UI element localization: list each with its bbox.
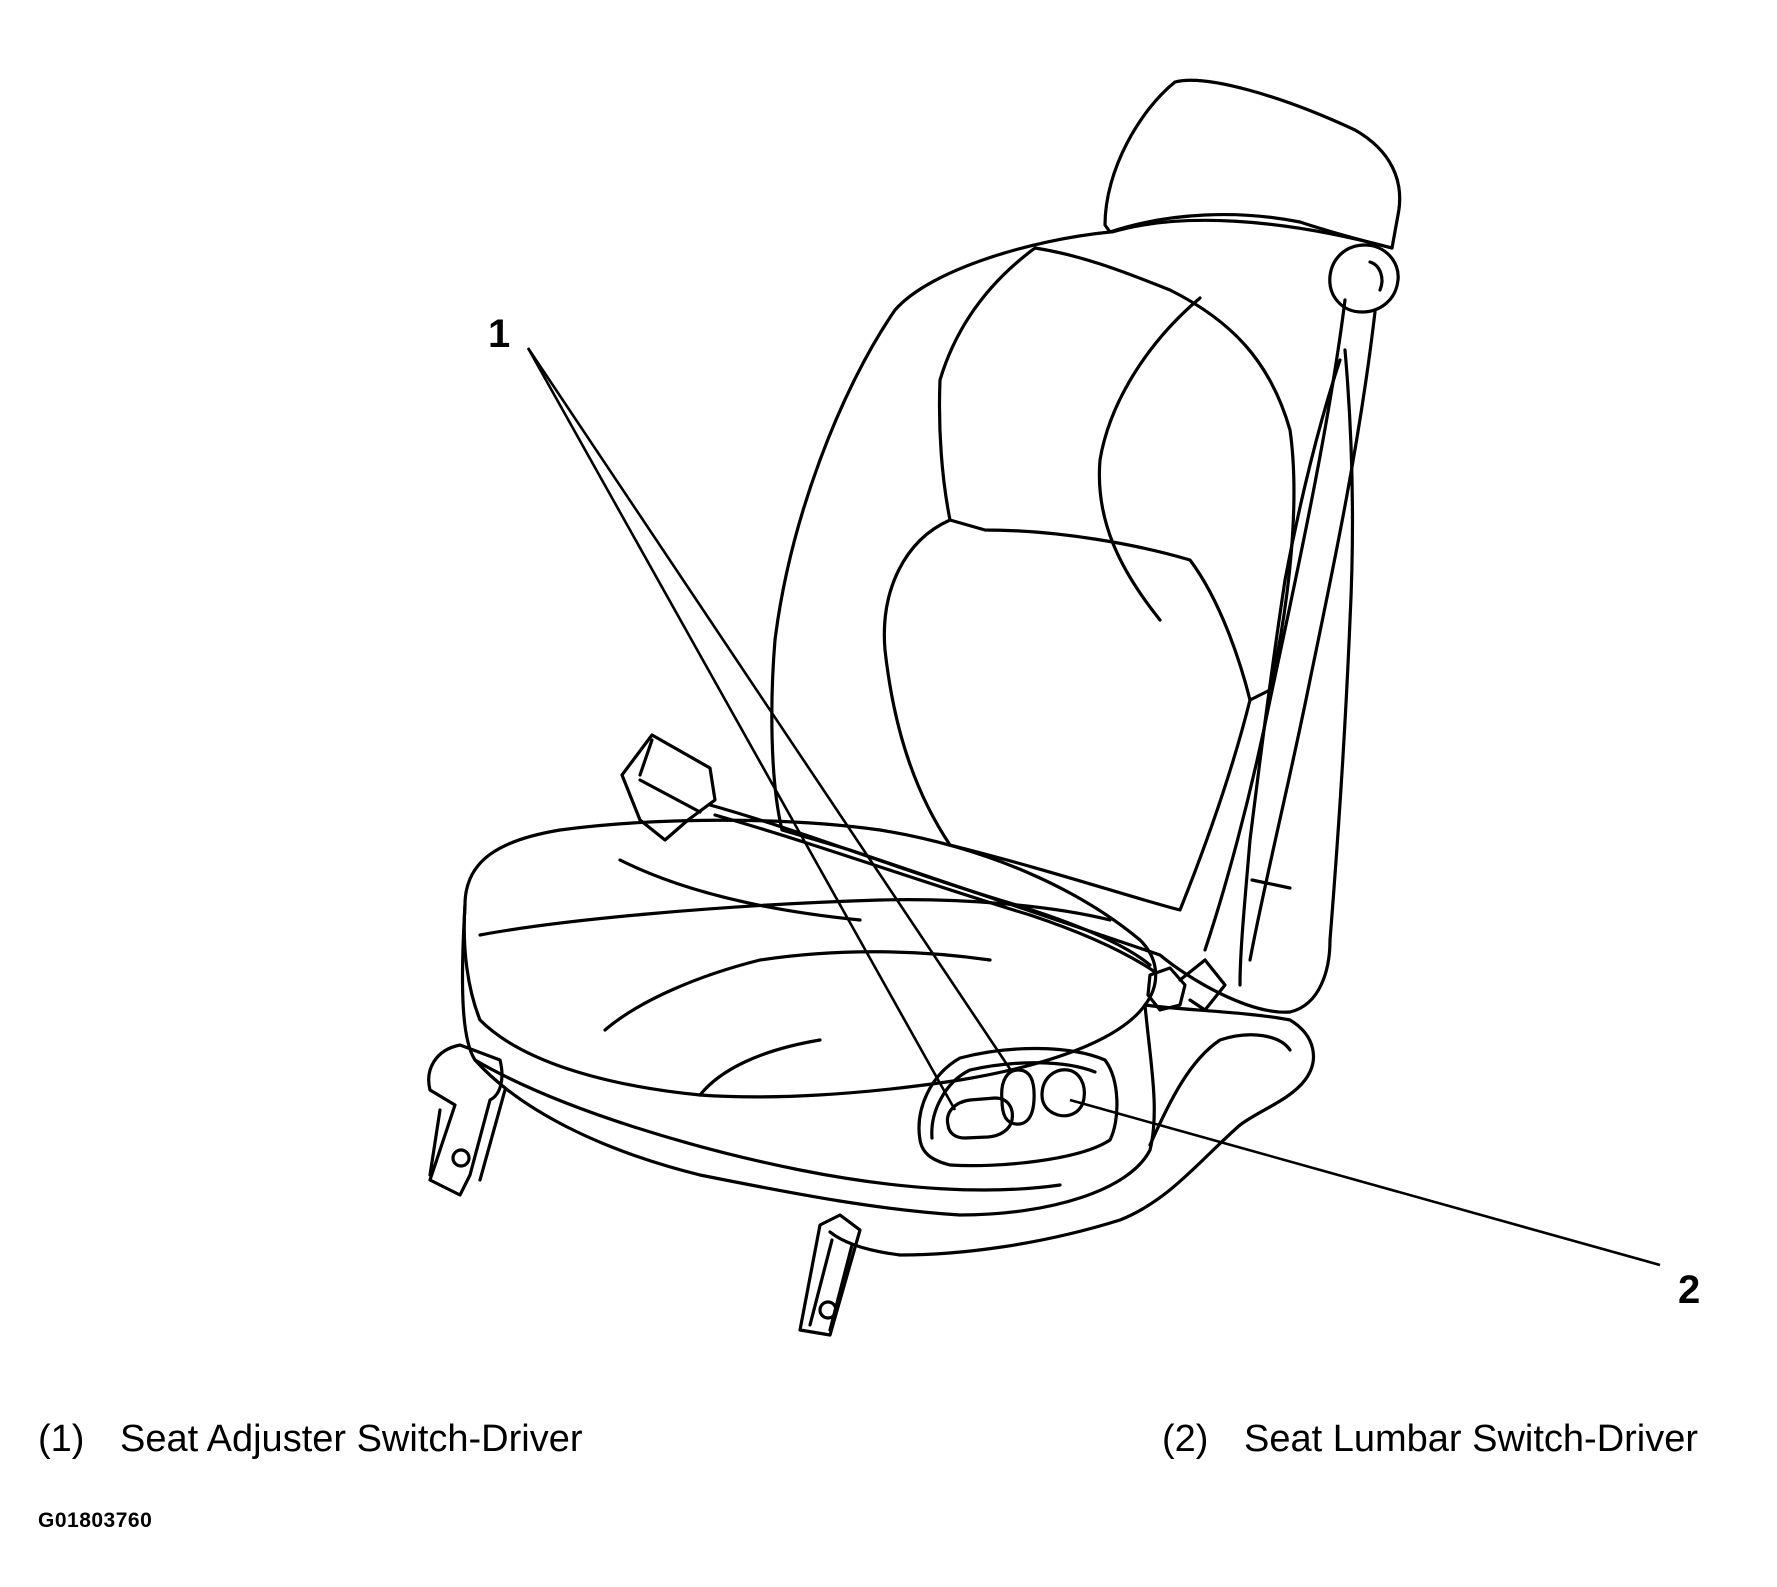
belt-guide-inner: [1368, 260, 1384, 292]
seat-back-side: [1238, 358, 1342, 987]
legend-item-1-number: (1): [38, 1418, 85, 1460]
seat-track-inner: [1148, 1033, 1292, 1147]
belt-webbing-left: [1203, 298, 1347, 952]
callout-2-leader: [1069, 1098, 1661, 1267]
front-leg-bolt: [818, 1300, 838, 1320]
side-buckle: [1146, 966, 1187, 1012]
legend-item-2-text: Seat Lumbar Switch-Driver: [1244, 1418, 1699, 1460]
seat-track-side: [828, 1003, 1315, 1257]
seat-back-seam-1: [1097, 296, 1202, 622]
callout-1-leader-a: [526, 347, 957, 1111]
switch-panel-inner: [930, 1061, 1097, 1140]
side-buckle-latch: [1178, 958, 1227, 1012]
figure-id: G01803760: [38, 1509, 153, 1532]
switch-panel: [917, 1046, 1119, 1168]
lumbar-switch: [1040, 1068, 1086, 1118]
seat-back-lower-panel: [882, 518, 1252, 912]
callout-1-leader-b: [526, 347, 1014, 1073]
rear-leg: [427, 1043, 504, 1197]
seat-cushion-top: [462, 818, 1158, 1099]
belt-webbing-right: [1248, 310, 1377, 962]
seat-cushion-seam-front: [478, 898, 1112, 937]
seat-side-skirt-lower: [473, 1058, 1062, 1192]
legend-item-2-number: (2): [1162, 1418, 1209, 1460]
legend-item-2: (2) Seat Lumbar Switch-Driver: [1162, 1418, 1698, 1461]
seat-cushion-seam-curve: [618, 858, 862, 922]
adjuster-switch-vertical: [1000, 1068, 1036, 1126]
lap-belt-edge: [713, 813, 1157, 974]
front-leg: [798, 1213, 862, 1337]
callout-1-label: 1: [488, 312, 511, 356]
lap-belt: [708, 803, 1152, 967]
headrest: [1103, 78, 1402, 250]
legend-item-1-text: Seat Adjuster Switch-Driver: [120, 1418, 583, 1460]
legend-item-1: (1) Seat Adjuster Switch-Driver: [38, 1418, 583, 1461]
seat-cushion-seam-side: [698, 1038, 822, 1097]
rear-leg-bolt: [451, 1148, 471, 1168]
belt-guide: [1328, 243, 1400, 314]
headrest-seam: [1110, 218, 1394, 250]
adjuster-switch-horizontal: [945, 1096, 1014, 1140]
buckle-stalk-detail: [638, 738, 702, 814]
seat-back-inner: [937, 246, 1296, 702]
rear-leg-foot: [428, 1088, 507, 1182]
seat-cushion-seam-lower: [603, 950, 992, 1032]
belt-webbing-stitch: [1250, 878, 1292, 890]
callout-2-label: 2: [1678, 1268, 1701, 1312]
seat-back-outer: [770, 230, 1355, 1014]
